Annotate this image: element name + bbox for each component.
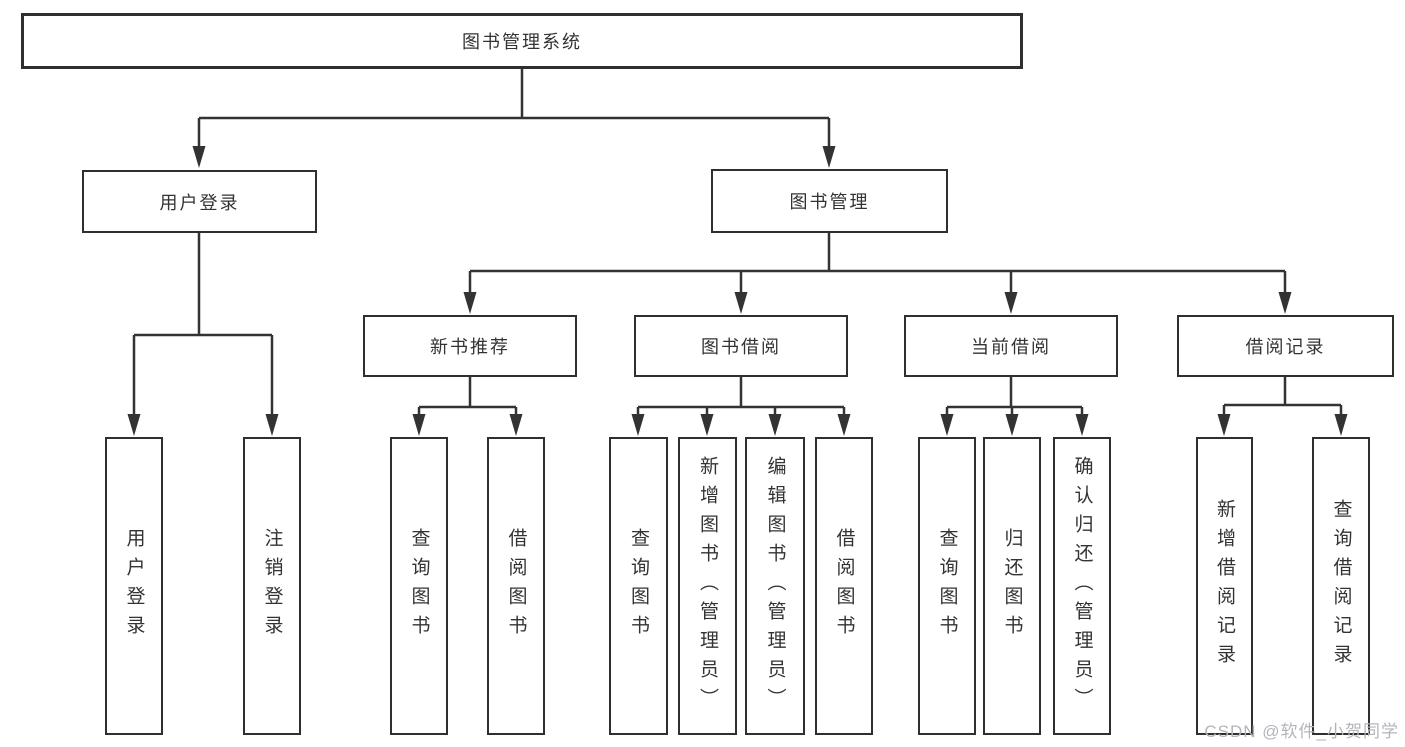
arrowhead bbox=[1004, 292, 1018, 314]
leaf-label: 编辑图书（管理员） bbox=[764, 455, 786, 717]
leaf-add-borrow-record: 新增借阅记录 bbox=[1196, 437, 1253, 735]
node-new-book-recommend: 新书推荐 bbox=[363, 315, 577, 377]
arrowhead bbox=[700, 414, 714, 436]
connector-book-borrow bbox=[631, 377, 851, 436]
leaf-confirm-return-admin: 确认归还（管理员） bbox=[1053, 437, 1111, 735]
leaf-logout: 注销登录 bbox=[243, 437, 301, 735]
arrowhead bbox=[768, 414, 782, 436]
arrowhead bbox=[822, 146, 836, 168]
leaf-label: 借阅图书 bbox=[833, 528, 855, 644]
arrowhead bbox=[1334, 414, 1348, 436]
leaf-label: 借阅图书 bbox=[505, 528, 527, 644]
arrowhead bbox=[940, 414, 954, 436]
node-book-borrow: 图书借阅 bbox=[634, 315, 848, 377]
leaf-label: 查询图书 bbox=[408, 528, 430, 644]
connector-borrow-records bbox=[1217, 377, 1348, 436]
leaf-label: 用户登录 bbox=[123, 528, 145, 644]
leaf-borrow-books: 借阅图书 bbox=[815, 437, 873, 735]
leaf-label: 查询图书 bbox=[936, 528, 958, 644]
arrowhead bbox=[734, 292, 748, 314]
leaf-label: 新增图书（管理员） bbox=[697, 455, 718, 717]
node-current-borrow: 当前借阅 bbox=[904, 315, 1118, 377]
arrowhead bbox=[837, 414, 851, 436]
leaf-label: 新增借阅记录 bbox=[1214, 499, 1235, 673]
leaf-user-login: 用户登录 bbox=[105, 437, 163, 735]
arrowhead bbox=[412, 414, 426, 436]
leaf-query-books-borrow: 查询图书 bbox=[609, 437, 668, 735]
leaf-label: 确认归还（管理员） bbox=[1071, 455, 1093, 717]
arrowhead bbox=[1005, 414, 1019, 436]
node-user-login-module: 用户登录 bbox=[82, 170, 317, 233]
leaf-label: 查询图书 bbox=[628, 528, 649, 644]
leaf-edit-book-admin: 编辑图书（管理员） bbox=[745, 437, 805, 735]
node-book-management: 图书管理 bbox=[711, 169, 948, 233]
arrowhead bbox=[1217, 414, 1231, 436]
leaf-label: 归还图书 bbox=[1001, 528, 1023, 644]
leaf-query-borrow-record: 查询借阅记录 bbox=[1312, 437, 1370, 735]
leaf-label: 注销登录 bbox=[261, 528, 283, 644]
connector-current-borrow bbox=[940, 377, 1089, 436]
connector-user-login bbox=[127, 233, 279, 436]
arrowhead bbox=[509, 414, 523, 436]
arrowhead bbox=[265, 414, 279, 436]
leaf-add-book-admin: 新增图书（管理员） bbox=[678, 437, 737, 735]
connector-new-book-recommend bbox=[412, 377, 523, 436]
connector-root bbox=[192, 69, 836, 168]
node-root-library-system: 图书管理系统 bbox=[21, 13, 1023, 69]
arrowhead bbox=[463, 292, 477, 314]
arrowhead bbox=[192, 146, 206, 168]
leaf-return-book: 归还图书 bbox=[983, 437, 1041, 735]
leaf-query-books-recommend: 查询图书 bbox=[390, 437, 448, 735]
connector-book-management bbox=[463, 233, 1292, 314]
arrowhead bbox=[1075, 414, 1089, 436]
arrowhead bbox=[1278, 292, 1292, 314]
arrowhead bbox=[127, 414, 141, 436]
node-borrow-records: 借阅记录 bbox=[1177, 315, 1394, 377]
arrowhead bbox=[631, 414, 645, 436]
leaf-query-books-current: 查询图书 bbox=[918, 437, 976, 735]
leaf-borrow-books-recommend: 借阅图书 bbox=[487, 437, 545, 735]
leaf-label: 查询借阅记录 bbox=[1330, 499, 1352, 673]
csdn-watermark: CSDN @软件_小贺同学 bbox=[1204, 722, 1399, 741]
